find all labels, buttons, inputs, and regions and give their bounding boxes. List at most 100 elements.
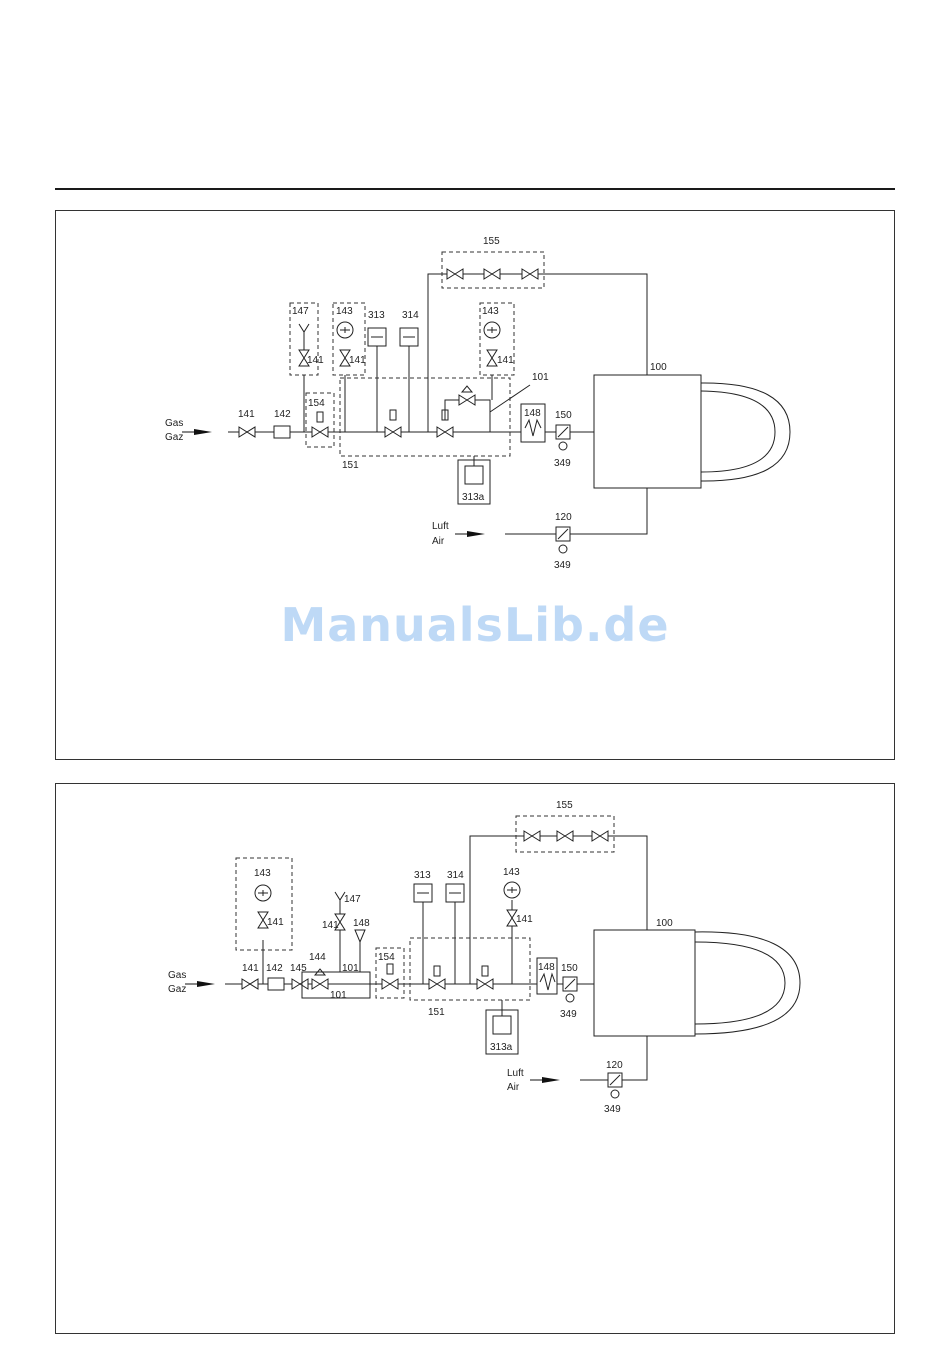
label-147: 147 [292,306,309,317]
label-349a: 349 [554,458,571,469]
label-349b-2: 349 [604,1104,621,1115]
vent-147-icon [299,324,309,350]
label-143b: 143 [482,306,499,317]
label-141a-2: 141 [267,917,284,928]
pressure-gauge-icon [504,882,520,898]
gas-inlet-arrow-2 [185,981,215,987]
valve-155c-2 [592,831,608,841]
label-313: 313 [368,310,385,321]
pressure-gauge-icon [337,322,353,338]
regulator-101-icon [462,386,472,392]
valve-101 [459,395,475,405]
valve-151b-2 [477,979,493,989]
label-142: 142 [274,409,291,420]
label-gaz-2: Gaz [168,984,186,995]
label-154: 154 [308,398,325,409]
label-101a-2: 101 [342,963,359,974]
label-143a: 143 [336,306,353,317]
valve-151a [385,427,401,437]
gas-inlet-arrow [182,429,212,435]
air-inlet-arrow [455,531,485,537]
label-349b: 349 [554,560,571,571]
valve-151a-2 [429,979,445,989]
label-150: 150 [555,410,572,421]
label-144: 144 [309,952,326,963]
flame-tube-inner [701,391,775,472]
label-101: 101 [532,372,549,383]
actuator-151b-2 [482,966,488,976]
label-120: 120 [555,512,572,523]
flame-tube-inner-2 [695,942,785,1024]
label-145: 145 [290,963,307,974]
label-155: 155 [483,236,500,247]
label-100: 100 [650,362,667,373]
switch-313a-2 [493,1016,511,1034]
diagram-2: 155 143 141 147 141 148 313 314 143 141 … [168,800,800,1115]
label-154-2: 154 [378,952,395,963]
diagram-1: 155 147 143 313 314 143 141 141 141 141 … [165,236,790,571]
label-luft: Luft [432,521,449,532]
motor-349b-icon [559,545,567,553]
label-101b-2: 101 [330,990,347,1001]
valve-151b [437,427,453,437]
label-luft-2: Luft [507,1068,524,1079]
motor-349-icon [566,994,574,1002]
actuator-154 [317,412,323,422]
label-141d-2: 141 [242,963,259,974]
label-143a-2: 143 [254,868,271,879]
label-147-2: 147 [344,894,361,905]
label-349a-2: 349 [560,1009,577,1020]
air-inlet-arrow-2 [530,1077,560,1083]
pressure-gauge-icon [255,885,271,901]
filter-142 [274,426,290,438]
label-120-2: 120 [606,1060,623,1071]
label-314: 314 [402,310,419,321]
test-valve-148 [355,930,365,942]
label-gas: Gas [165,418,183,429]
filter-142-2 [268,978,284,990]
actuator-151a [390,410,396,420]
box-151 [340,378,510,456]
valve-154 [312,427,328,437]
valve-141-2 [242,979,258,989]
label-151-2: 151 [428,1007,445,1018]
label-142-2: 142 [266,963,283,974]
label-air-2: Air [507,1082,520,1093]
burner-100 [594,375,701,488]
valve-155c [522,269,538,279]
label-313a-2: 313a [490,1042,513,1053]
air-line [505,488,647,534]
label-155-2: 155 [556,800,573,811]
label-air: Air [432,536,445,547]
label-150-2: 150 [561,963,578,974]
valve-141-143b [487,350,497,366]
label-313-2: 313 [414,870,431,881]
switch-313a [465,466,483,484]
label-141c: 141 [349,355,366,366]
label-143b-2: 143 [503,867,520,878]
motor-349-icon [559,442,567,450]
label-148b-2: 148 [538,962,555,973]
label-gas-2: Gas [168,970,186,981]
watermark: ManualsLib.de [0,598,950,652]
valve-155b-2 [557,831,573,841]
label-148a-2: 148 [353,918,370,929]
box-155 [442,252,544,288]
label-gaz: Gaz [165,432,183,443]
valve-155b [484,269,500,279]
valve-141 [239,427,255,437]
label-141a: 141 [238,409,255,420]
label-100-2: 100 [656,918,673,929]
label-148: 148 [524,408,541,419]
motor-349b-icon [611,1090,619,1098]
valve-154-2 [382,979,398,989]
burner-100-2 [594,930,695,1036]
actuator-154-2 [387,964,393,974]
label-141b: 141 [307,355,324,366]
label-151: 151 [342,460,359,471]
valve-155a-2 [524,831,540,841]
valve-145 [292,979,308,989]
label-141c-2: 141 [516,914,533,925]
label-141b-2: 141 [322,920,339,931]
